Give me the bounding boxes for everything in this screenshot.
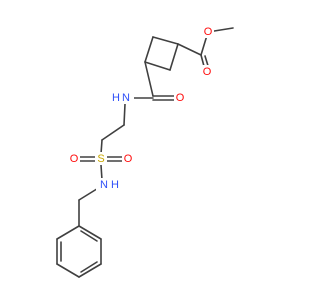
atom-sulfonamide-h: H	[111, 179, 119, 191]
atom-sulfonyl-o-right: O	[124, 153, 133, 165]
bond-benzene-1	[78, 225, 102, 240]
bond-benzene-6	[56, 225, 80, 240]
atom-ester-o-double: O	[203, 66, 212, 78]
bond-ch2-s	[100, 139, 103, 155]
bond-s-n	[100, 164, 103, 181]
bond-benzene-3	[78, 263, 102, 278]
bond-ring-carbonyl	[177, 43, 202, 56]
structure-drawing: O O O H N S O O N H	[56, 25, 234, 278]
atom-sulfonyl-o-left: O	[70, 153, 79, 165]
bond-benzene-inner-1	[80, 230, 98, 242]
bond-ring-3	[144, 61, 171, 71]
atom-ester-o-single: O	[204, 26, 213, 38]
bond-ring-2	[169, 43, 179, 71]
bond-benzene-4	[56, 263, 80, 278]
bond-n-ch2	[123, 103, 126, 126]
atom-sulfonamide-n: N	[100, 179, 108, 191]
atom-amide-o: O	[176, 92, 185, 104]
bond-ch2-ch2	[101, 124, 125, 141]
bond-ring-4	[144, 36, 154, 63]
atom-amide-h: H	[112, 92, 120, 104]
molecule-canvas: O O O H N S O O N H	[56, 25, 234, 278]
atom-sulfur: S	[97, 153, 104, 165]
atom-amide-n: N	[122, 92, 130, 104]
bond-ring-amide-c	[144, 61, 154, 97]
bond-ring-1	[152, 36, 179, 45]
bond-benzene-inner-2	[80, 261, 98, 273]
